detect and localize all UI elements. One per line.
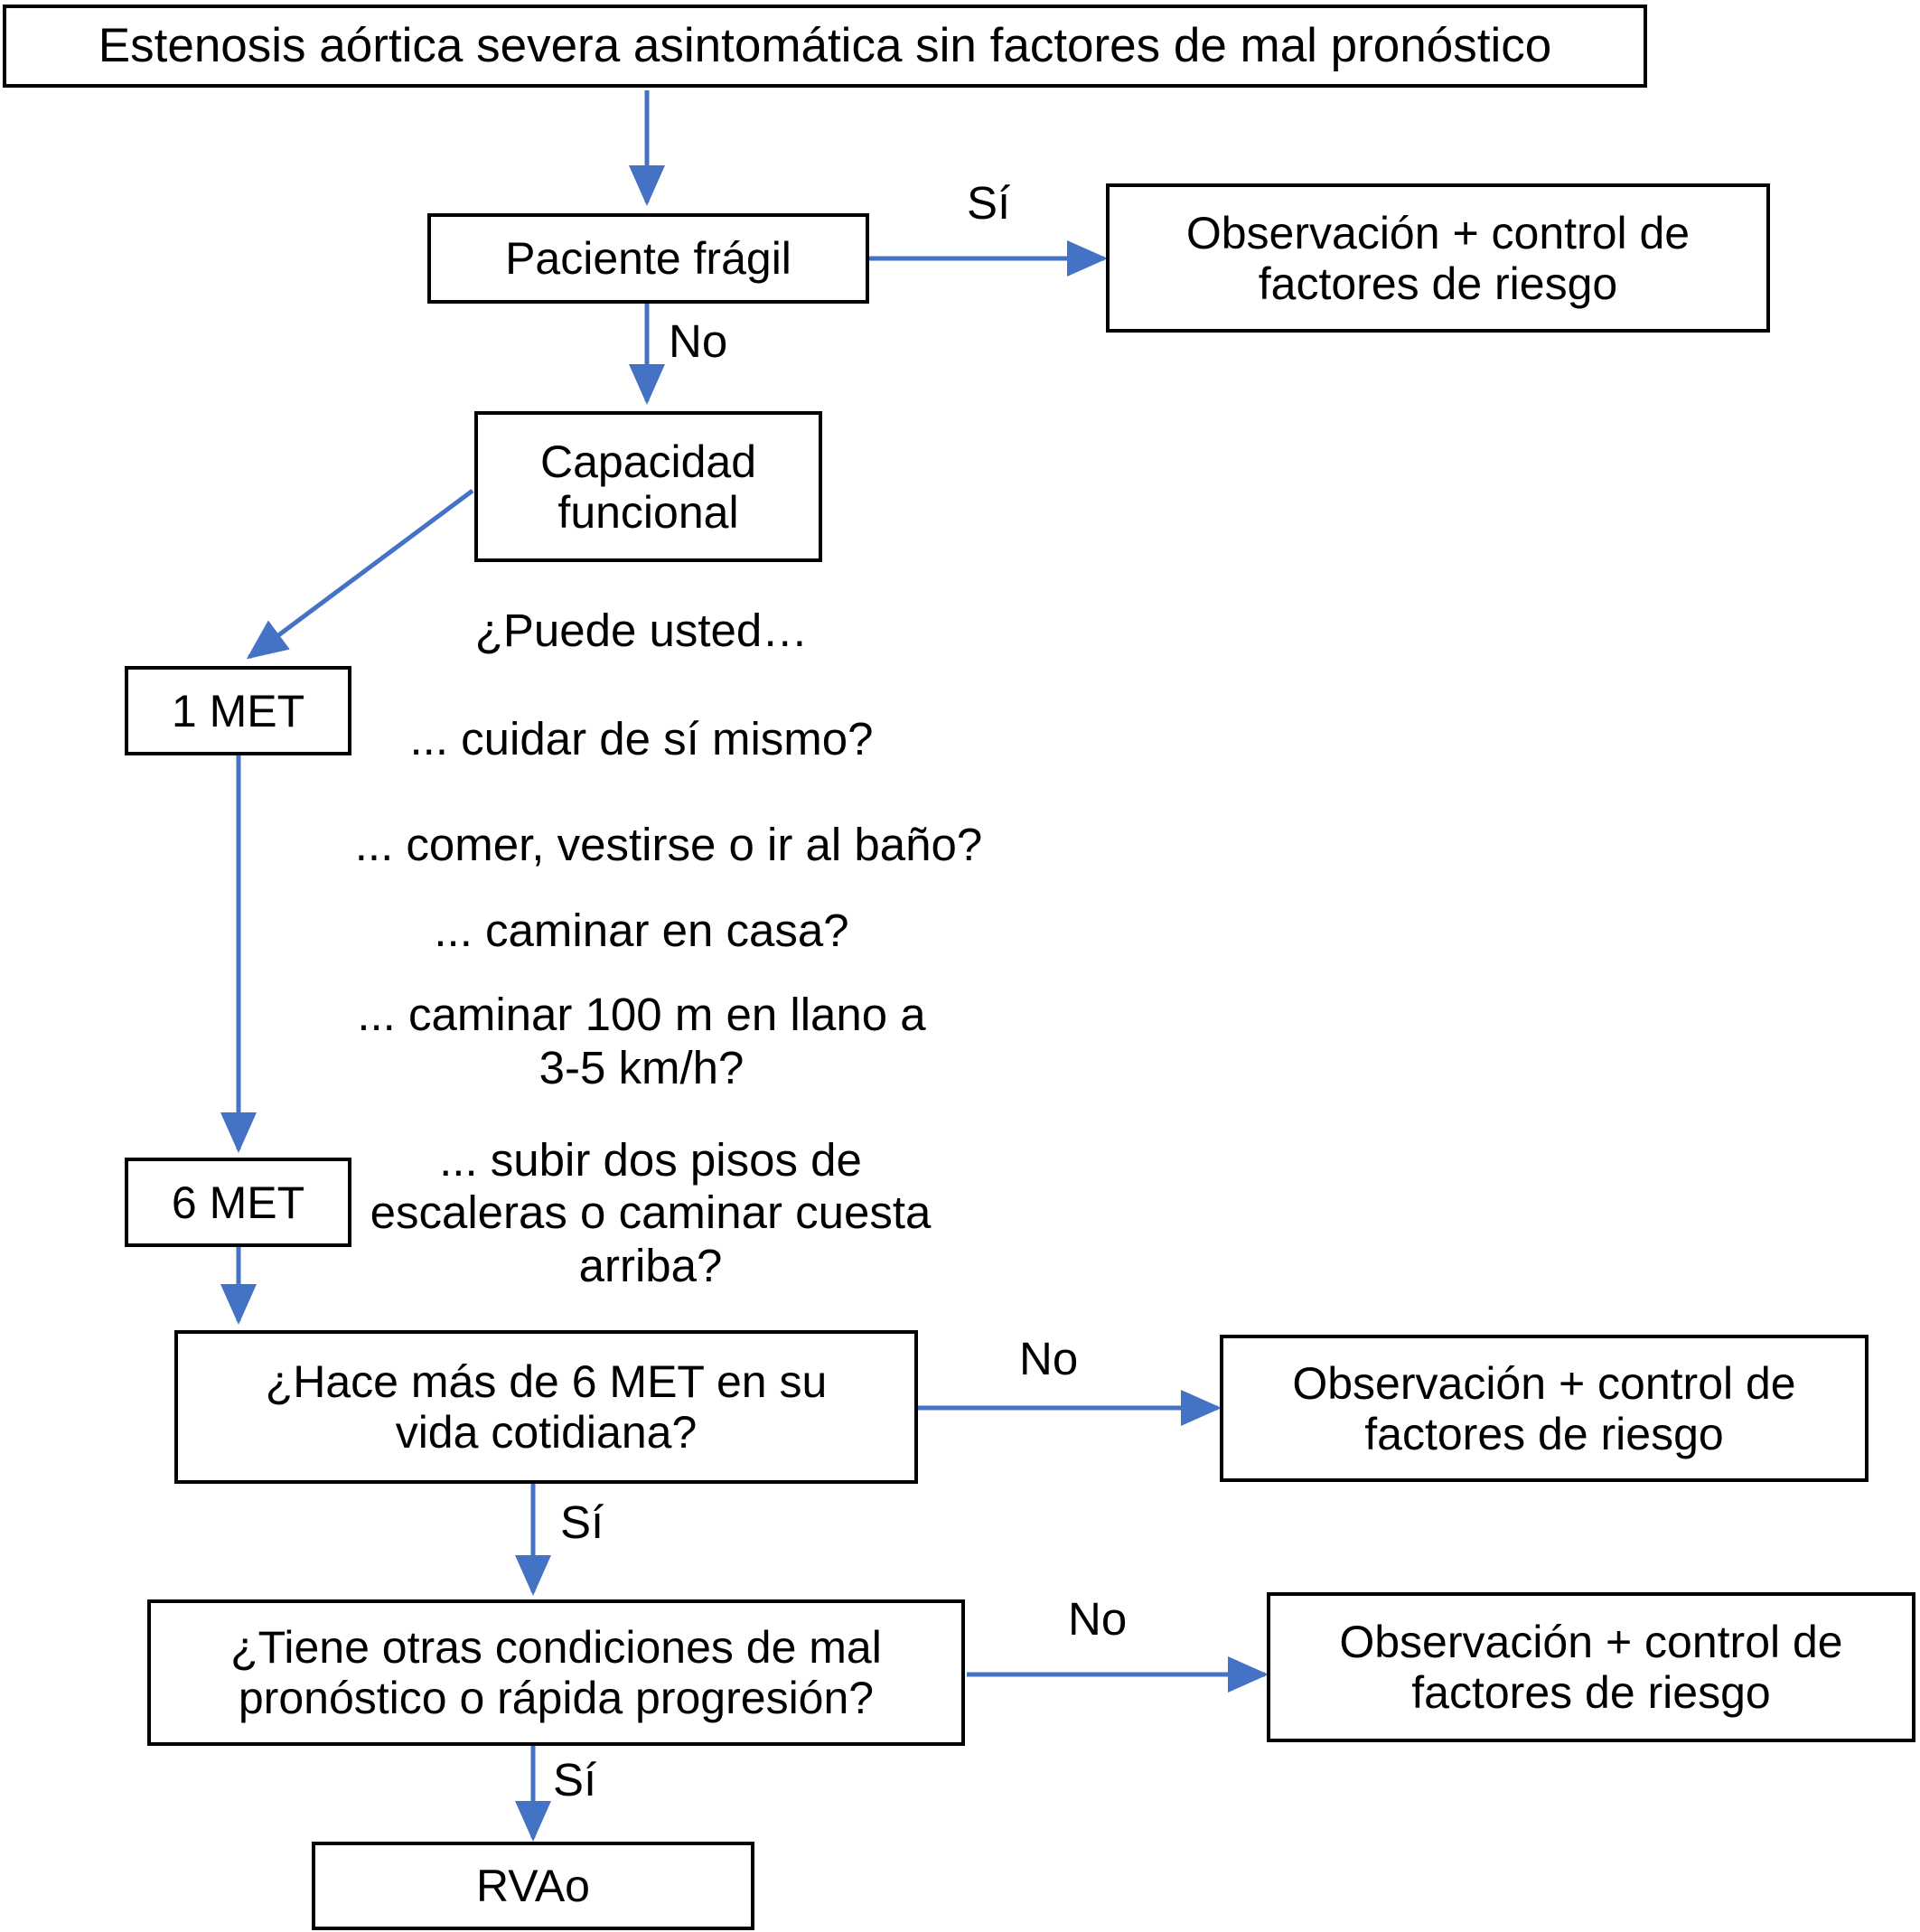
node-hace-mas-de-6-met[interactable]: ¿Hace más de 6 MET en su vida cotidiana? bbox=[174, 1330, 918, 1484]
node-1-met[interactable]: 1 MET bbox=[125, 666, 351, 755]
question-item-3: ... caminar en casa? bbox=[434, 904, 849, 956]
question-item-5: ... subir dos pisos de escaleras o camin… bbox=[370, 1133, 932, 1291]
node-observacion-control-2[interactable]: Observación + control de factores de rie… bbox=[1220, 1335, 1868, 1482]
node-observacion-control-1[interactable]: Observación + control de factores de rie… bbox=[1106, 183, 1770, 333]
question-item-2: ... comer, vestirse o ir al baño? bbox=[354, 818, 983, 870]
question-prompt: ¿Puede usted… bbox=[474, 604, 809, 656]
edge-label-otras-si: Sí bbox=[553, 1754, 597, 1805]
question-item-1: ... cuidar de sí mismo? bbox=[409, 712, 874, 764]
node-6-met[interactable]: 6 MET bbox=[125, 1158, 351, 1247]
node-tiene-otras-condiciones[interactable]: ¿Tiene otras condiciones de mal pronósti… bbox=[147, 1599, 965, 1746]
edge-label-otras-no: No bbox=[1068, 1593, 1128, 1645]
node-observacion-control-3[interactable]: Observación + control de factores de rie… bbox=[1267, 1592, 1915, 1742]
node-capacidad-funcional[interactable]: Capacidad funcional bbox=[474, 411, 822, 562]
node-paciente-fragil[interactable]: Paciente frágil bbox=[427, 213, 869, 304]
edge-label-6met-no: No bbox=[1019, 1333, 1079, 1384]
edge-label-fragil-si: Sí bbox=[967, 177, 1011, 229]
edge-label-fragil-no: No bbox=[669, 315, 728, 367]
node-rvao[interactable]: RVAo bbox=[312, 1842, 754, 1930]
edge-label-6met-si: Sí bbox=[560, 1496, 604, 1548]
question-item-4: ... caminar 100 m en llano a 3-5 km/h? bbox=[357, 988, 926, 1093]
node-title-box[interactable]: Estenosis aórtica severa asintomática si… bbox=[3, 5, 1647, 88]
